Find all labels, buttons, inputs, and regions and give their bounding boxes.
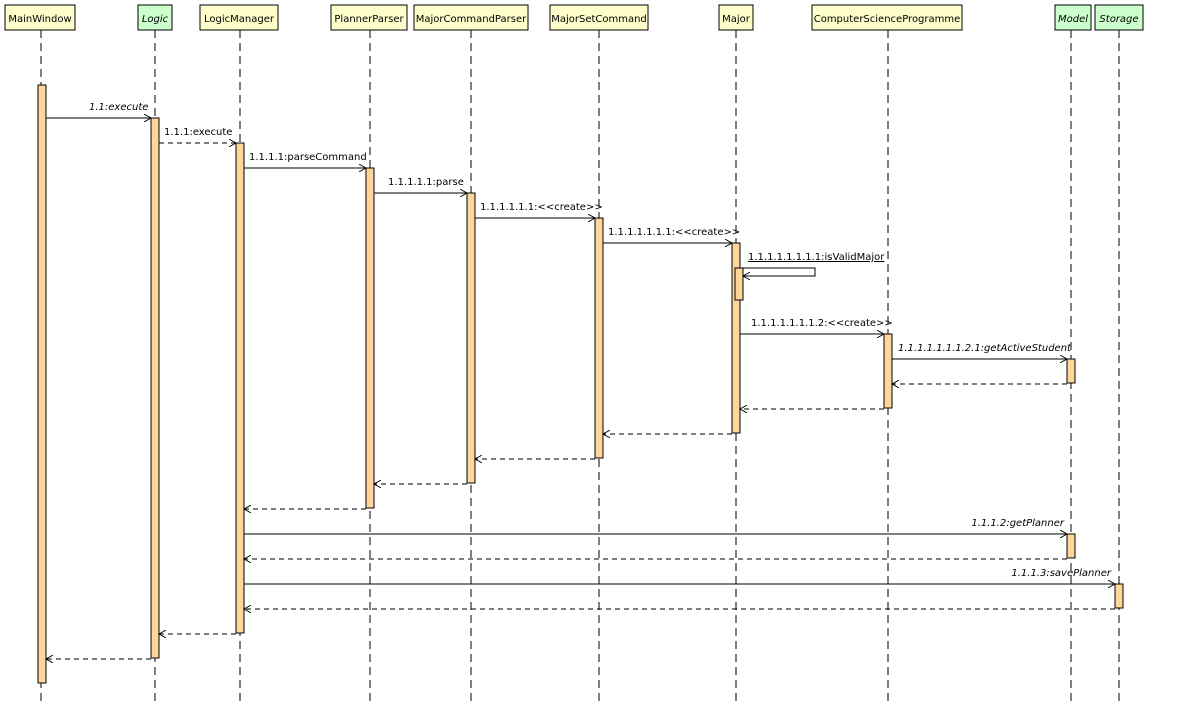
activation-bar-model (1066, 533, 1076, 559)
activation-bar-storage (1114, 583, 1124, 609)
participant-label-logic: Logic (142, 14, 169, 25)
message-label: 1.1.1.1.1:parse (388, 177, 464, 188)
activation-bar-mainwindow (37, 84, 47, 684)
participant-label-storage: Storage (1099, 14, 1138, 25)
participant-label-majorcommandparser: MajorCommandParser (416, 14, 527, 25)
participant-storage: Storage (1094, 4, 1144, 31)
message-6: 1.1.1.1.1.1.1:<<create>> (603, 227, 740, 243)
participant-box-storage (1094, 4, 1144, 31)
activation-bar-plannerparser (365, 167, 375, 509)
participant-mainwindow: MainWindow (4, 4, 76, 31)
participant-label-mainwindow: MainWindow (8, 14, 71, 25)
participant-majorsetcommand: MajorSetCommand (549, 4, 649, 31)
participant-logicmanager: LogicManager (199, 4, 279, 31)
participant-box-model (1054, 4, 1092, 31)
activation-bars (37, 84, 1124, 684)
participant-label-logicmanager: LogicManager (204, 14, 275, 25)
message-2: 1.1.1:execute (159, 127, 236, 143)
message-4: 1.1.1.1.1:parse (374, 177, 467, 193)
activation-bar-logicmanager (235, 142, 245, 634)
message-label: 1.1.1:execute (164, 127, 232, 138)
message-label: 1.1.1.1.1.1.1.2.1:getActiveStudent (898, 343, 1072, 354)
message-label: 1.1.1.1.1.1.1:<<create>> (608, 227, 740, 238)
message-9: 1.1.1.1.1.1.1.2.1:getActiveStudent (892, 343, 1072, 359)
message-7: 1.1.1.1.1.1.1.1:isValidMajor (740, 252, 885, 276)
message-3: 1.1.1.1:parseCommand (244, 152, 367, 168)
message-8: 1.1.1.1.1.1.1.2:<<create>> (740, 318, 893, 334)
message-label: 1.1.1.1.1.1:<<create>> (480, 202, 603, 213)
participant-box-plannerparser (330, 4, 408, 31)
participant-major: Major (718, 4, 754, 31)
message-label: 1.1.1.3:savePlanner (1011, 568, 1112, 579)
participant-box-logicmanager (199, 4, 279, 31)
message-1: 1.1:execute (46, 102, 151, 118)
participant-computerscienceprogramme: ComputerScienceProgramme (811, 4, 963, 31)
participant-plannerparser: PlannerParser (330, 4, 408, 31)
message-label: 1.1.1.1.1.1.1.2:<<create>> (751, 318, 893, 329)
participant-label-plannerparser: PlannerParser (334, 14, 404, 25)
activation-bar-model (1066, 358, 1076, 384)
participant-model: Model (1054, 4, 1092, 31)
activation-bar-major (734, 267, 744, 301)
message-label: 1.1.1.1:parseCommand (249, 152, 367, 163)
participant-label-computerscienceprogramme: ComputerScienceProgramme (814, 14, 961, 25)
activation-bar-majorcommandparser (466, 192, 476, 484)
activation-bar-computerscienceprogramme (883, 333, 893, 409)
participant-box-logic (137, 4, 173, 31)
participant-label-model: Model (1058, 14, 1088, 25)
participant-box-computerscienceprogramme (811, 4, 963, 31)
message-16: 1.1.1.2:getPlanner (244, 518, 1067, 534)
participant-heads: MainWindow Logic LogicManager PlannerParser… (4, 4, 1144, 31)
activation-bar-logic (150, 117, 160, 659)
messages: 1.1:execute 1.1.1:execute 1.1.1.1:parseCom… (46, 102, 1115, 659)
activation-bar-majorsetcommand (594, 217, 604, 459)
message-label: 1.1.1.1.1.1.1.1:isValidMajor (748, 252, 885, 263)
message-5: 1.1.1.1.1.1:<<create>> (475, 202, 603, 218)
participant-label-major: Major (722, 14, 751, 25)
participant-box-major (718, 4, 754, 31)
participant-label-majorsetcommand: MajorSetCommand (551, 14, 647, 25)
self-message-arrow (740, 267, 816, 276)
participant-box-majorsetcommand (549, 4, 649, 31)
message-label: 1.1.1.2:getPlanner (971, 518, 1065, 529)
participant-box-majorcommandparser (413, 4, 529, 31)
message-label: 1.1:execute (89, 102, 148, 113)
participant-logic: Logic (137, 4, 173, 31)
activation-bar-major (731, 242, 741, 434)
participant-box-mainwindow (4, 4, 76, 31)
participant-majorcommandparser: MajorCommandParser (413, 4, 529, 31)
message-18: 1.1.1.3:savePlanner (244, 568, 1115, 584)
